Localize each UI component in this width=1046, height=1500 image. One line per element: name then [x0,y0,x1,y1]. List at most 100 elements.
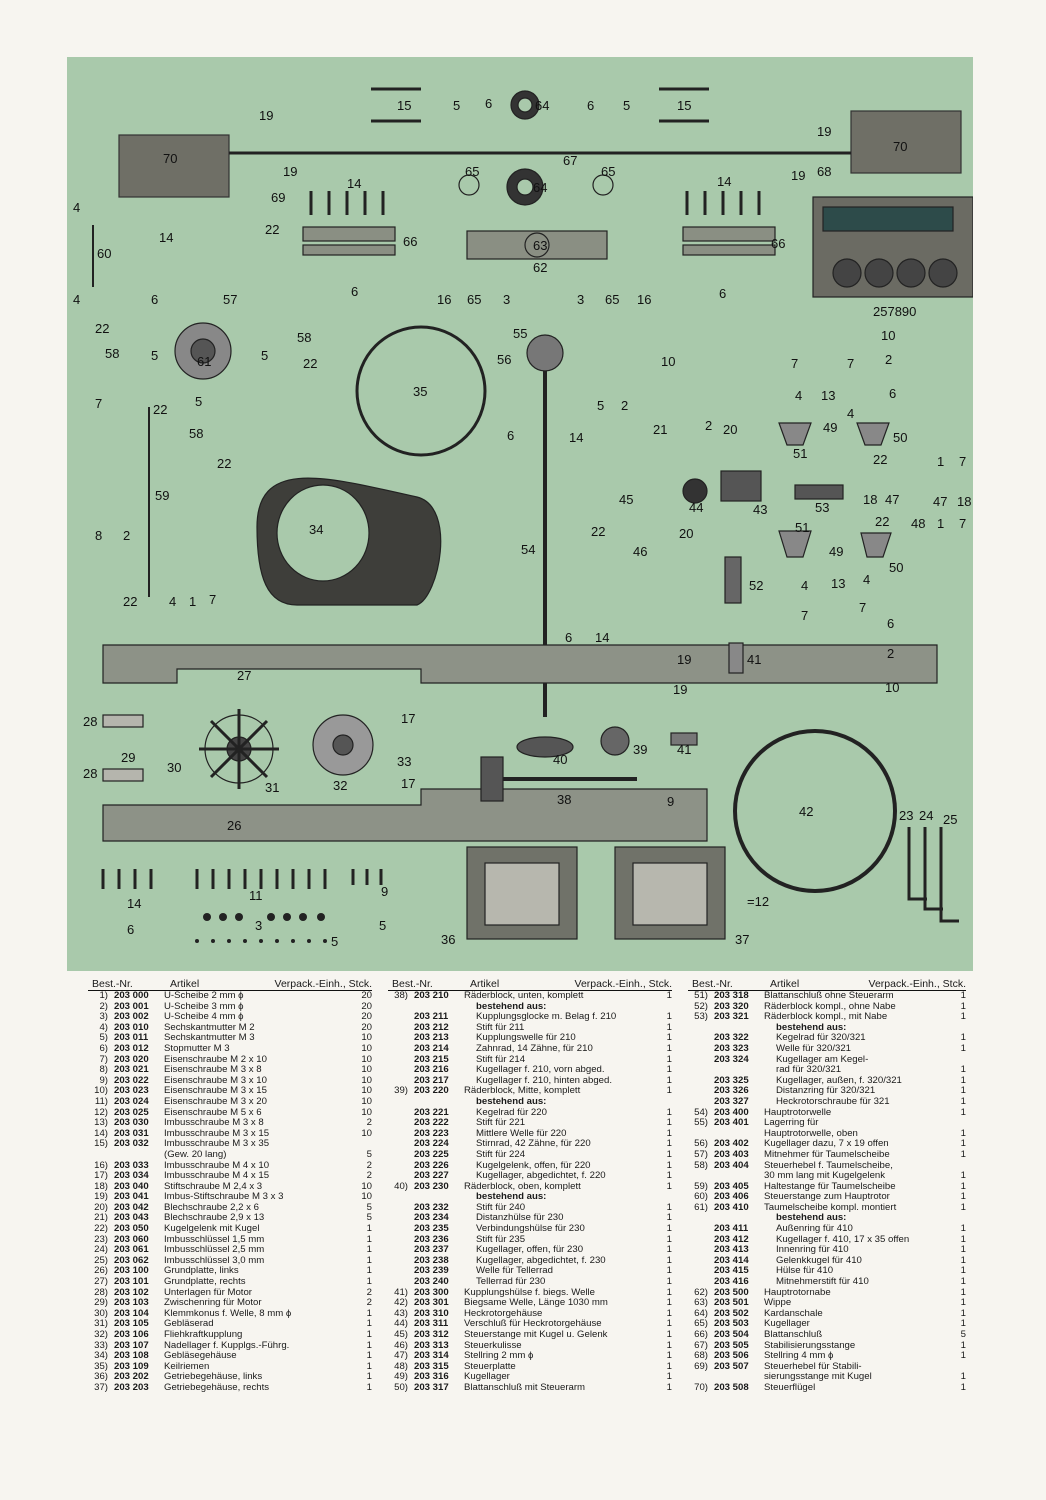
item-number: 48) [394,1360,408,1372]
item-number: 62) [694,1286,708,1298]
part-label: 37 [735,932,750,947]
article-name: Stift für 211 [476,1021,525,1033]
order-number: 203 313 [414,1339,449,1351]
article-name: Steuerflügel [764,1381,816,1393]
item-number: 64) [694,1307,708,1319]
part-label: 4 [73,200,81,215]
order-number: 203 050 [114,1223,149,1235]
item-number: 28) [94,1286,108,1298]
order-number: 203 311 [414,1318,449,1330]
paddle-right [850,110,962,174]
order-number: 203 301 [414,1297,449,1309]
article-name: Blattanschluß mit Steuerarm [464,1381,586,1393]
pack-quantity: 20 [361,1021,372,1033]
part-label: 22 [265,222,280,237]
pack-quantity: 1 [666,1307,672,1319]
part-label: 52 [749,578,764,593]
item-number: 59) [694,1180,708,1192]
pack-quantity: 1 [366,1381,372,1393]
part-label: 4 [169,594,177,609]
pack-quantity: 1 [366,1276,372,1288]
part-label: 7 [209,592,217,607]
part-label: 62 [533,260,548,275]
order-number: 203 310 [414,1307,449,1319]
article-name: bestehend aus: [776,1021,847,1033]
article-name: Räderblock kompl., mit Nabe [764,1011,888,1023]
part-label: 7 [801,608,809,623]
article-name: Gebläsegehäuse [164,1350,237,1362]
article-name: Kegelrad für 220 [476,1106,547,1118]
pack-quantity: 1 [666,1127,672,1139]
item-number: 47) [394,1350,408,1362]
part-label: 22 [875,514,890,529]
part-label: 9 [381,884,389,899]
part-label: 42 [799,804,814,819]
pack-quantity: 1 [666,1159,672,1171]
article-name: Welle für 320/321 [776,1042,852,1054]
header-nr: Best.-Nr. [392,978,433,990]
part-label: 5 [151,348,159,363]
article-name: (Gew. 20 lang) [164,1148,227,1160]
order-number: 203 411 [714,1223,749,1235]
article-name: Taumelscheibe kompl. montiert [764,1201,897,1213]
item-number: 6) [99,1042,108,1054]
parts-list: Best.-Nr. Artikel Verpack.-Einh., Stck. … [88,978,978,1448]
article-name: Stift für 235 [476,1233,526,1245]
part-label: 10 [661,354,676,369]
pack-quantity: 1 [666,1201,672,1213]
item-number: 32) [94,1329,108,1340]
article-name: Stopmutter M 3 [164,1042,230,1054]
pack-quantity: 1 [366,1360,372,1372]
pack-quantity: 1 [960,1042,966,1054]
order-number: 203 100 [114,1265,149,1277]
article-name: Lagerring für [764,1117,819,1129]
table-row: bestehend aus: [688,1213,966,1224]
order-number: 203 210 [414,990,449,1001]
pack-quantity: 1 [666,1286,672,1298]
article-name: Haltestange für Taumelscheibe [764,1180,896,1192]
article-name: Steuerhebel f. Taumelscheibe, [764,1159,893,1171]
part-label: 3 [503,292,511,307]
pack-quantity: 1 [960,1170,966,1182]
pack-quantity: 1 [366,1233,372,1245]
part-label: 47 [885,492,900,507]
order-number: 203 402 [714,1138,749,1150]
header-nr: Best.-Nr. [92,978,133,990]
article-name: Kupplungshülse f. biegs. Welle [464,1286,596,1298]
article-name: Zahnrad, 14 Zähne, für 210 [476,1042,593,1054]
article-name: Kugellager f. 210, hinten abged. [476,1074,613,1086]
part-label: =12 [747,894,770,909]
pack-quantity: 1 [666,1371,672,1383]
part-label: 4 [795,388,803,403]
pack-quantity: 1 [666,1117,672,1129]
item-number: 41) [394,1286,408,1298]
pack-quantity: 1 [666,1212,672,1224]
article-name: Kugellager, offen, für 230 [476,1244,584,1256]
article-name: Steuerstange mit Kugel u. Gelenk [464,1329,608,1340]
order-number: 203 316 [414,1371,449,1383]
order-number: 203 413 [714,1244,749,1256]
order-number: 203 325 [714,1074,749,1086]
part-label: 22 [123,594,138,609]
part-label: 49 [823,420,838,435]
part-label: 68 [817,164,832,179]
part-label: 36 [441,932,456,947]
item-number: 27) [94,1276,108,1288]
